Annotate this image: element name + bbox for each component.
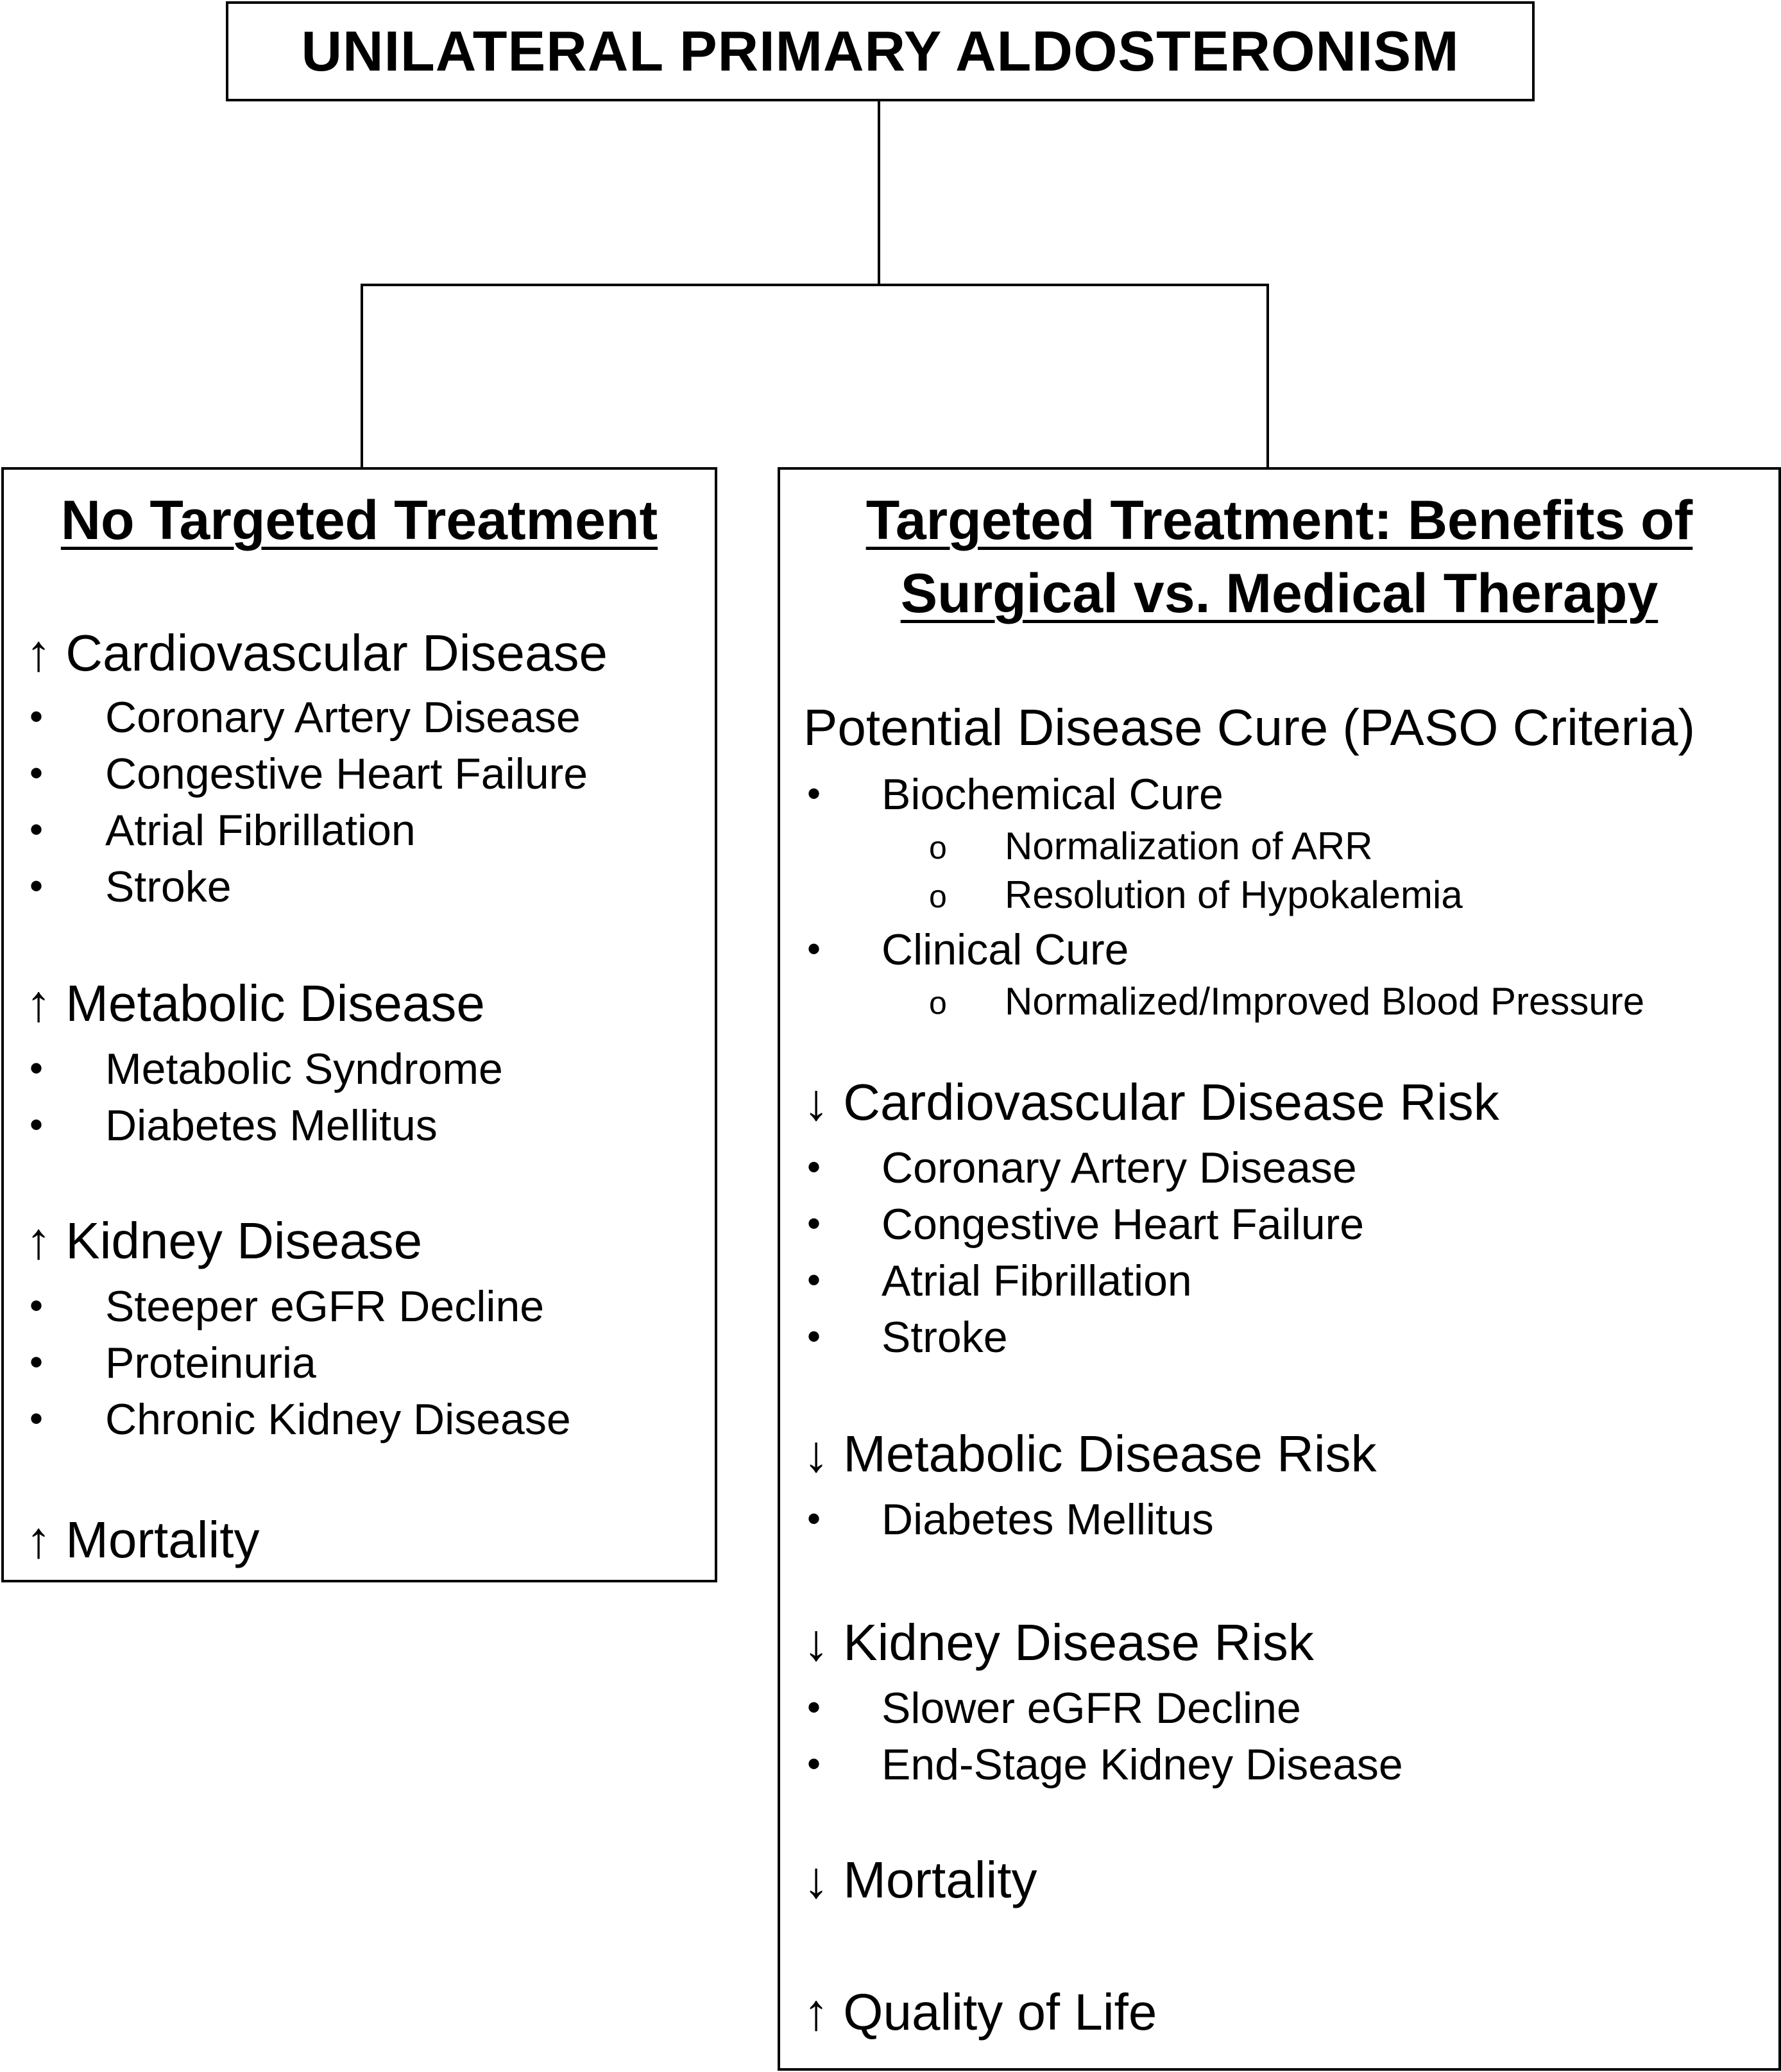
list-item: Atrial Fibrillation: [105, 806, 416, 855]
list-item: Proteinuria: [105, 1339, 316, 1387]
sub-list-item: Resolution of Hypokalemia: [1005, 873, 1463, 916]
biochemical-cure-label: Biochemical Cure: [882, 770, 1223, 819]
metabolic-disease-title: ↑ Metabolic Disease: [26, 975, 485, 1032]
list-item: End-Stage Kidney Disease: [882, 1740, 1403, 1789]
mortality-title: ↑ Mortality: [26, 1511, 260, 1568]
bullet-icon: •: [807, 772, 821, 815]
bullet-icon: •: [30, 1284, 44, 1327]
targeted-treatment-heading-line2: Surgical vs. Medical Therapy: [900, 563, 1658, 624]
no-treatment-box: No Targeted Treatment ↑ Cardiovascular D…: [1, 467, 717, 1582]
mortality-title: ↓ Mortality: [803, 1851, 1037, 1908]
bullet-icon: •: [30, 1103, 44, 1146]
cv-risk-title: ↓ Cardiovascular Disease Risk: [803, 1074, 1499, 1131]
bullet-icon: •: [807, 1202, 821, 1245]
bullet-icon: •: [30, 1340, 44, 1383]
sub-bullet-icon: o: [929, 830, 947, 866]
metabolic-risk-title: ↓ Metabolic Disease Risk: [803, 1425, 1377, 1482]
connector-vertical-top: [878, 100, 880, 285]
clinical-cure-label: Clinical Cure: [882, 925, 1129, 974]
root-node-box: UNILATERAL PRIMARY ALDOSTERONISM: [226, 1, 1535, 101]
list-item: Congestive Heart Failure: [882, 1200, 1365, 1249]
bullet-icon: •: [807, 1258, 821, 1301]
list-item: Coronary Artery Disease: [882, 1143, 1357, 1192]
sub-list-item: Normalized/Improved Blood Pressure: [1005, 980, 1645, 1023]
bullet-icon: •: [30, 808, 44, 851]
bullet-icon: •: [30, 864, 44, 907]
bullet-icon: •: [30, 751, 44, 794]
bullet-icon: •: [30, 695, 44, 738]
no-treatment-heading: No Targeted Treatment: [60, 490, 658, 551]
list-item: Atrial Fibrillation: [882, 1256, 1192, 1305]
kidney-risk-title: ↓ Kidney Disease Risk: [803, 1614, 1314, 1671]
list-item: Stroke: [105, 862, 232, 911]
list-item: Congestive Heart Failure: [105, 749, 588, 798]
bullet-icon: •: [807, 1315, 821, 1358]
bullet-icon: •: [807, 1497, 821, 1540]
targeted-treatment-box: Targeted Treatment: Benefits of Surgical…: [778, 467, 1781, 2071]
list-item: Steeper eGFR Decline: [105, 1282, 545, 1331]
bullet-icon: •: [30, 1397, 44, 1440]
connector-right-drop: [1266, 284, 1269, 468]
list-item: Diabetes Mellitus: [105, 1101, 438, 1150]
bullet-icon: •: [30, 1047, 44, 1090]
list-item: Diabetes Mellitus: [882, 1495, 1214, 1544]
sub-list-item: Normalization of ARR: [1005, 825, 1373, 868]
bullet-icon: •: [807, 1145, 821, 1188]
bullet-icon: •: [807, 927, 821, 970]
sub-bullet-icon: o: [929, 878, 947, 914]
bullet-icon: •: [807, 1742, 821, 1785]
sub-bullet-icon: o: [929, 985, 947, 1021]
cv-disease-title: ↑ Cardiovascular Disease: [26, 624, 608, 681]
disease-cure-title: Potential Disease Cure (PASO Criteria): [803, 699, 1696, 756]
bullet-icon: •: [807, 1686, 821, 1729]
list-item: Metabolic Syndrome: [105, 1045, 503, 1093]
connector-left-drop: [361, 284, 363, 468]
quality-of-life-title: ↑ Quality of Life: [803, 1983, 1157, 2041]
list-item: Slower eGFR Decline: [882, 1684, 1301, 1733]
targeted-treatment-heading-line1: Targeted Treatment: Benefits of: [865, 490, 1693, 551]
list-item: Stroke: [882, 1313, 1008, 1362]
list-item: Chronic Kidney Disease: [105, 1395, 571, 1444]
connector-horizontal: [361, 284, 1269, 286]
list-item: Coronary Artery Disease: [105, 693, 581, 742]
kidney-disease-title: ↑ Kidney Disease: [26, 1212, 423, 1269]
root-node-title: UNILATERAL PRIMARY ALDOSTERONISM: [301, 19, 1460, 83]
